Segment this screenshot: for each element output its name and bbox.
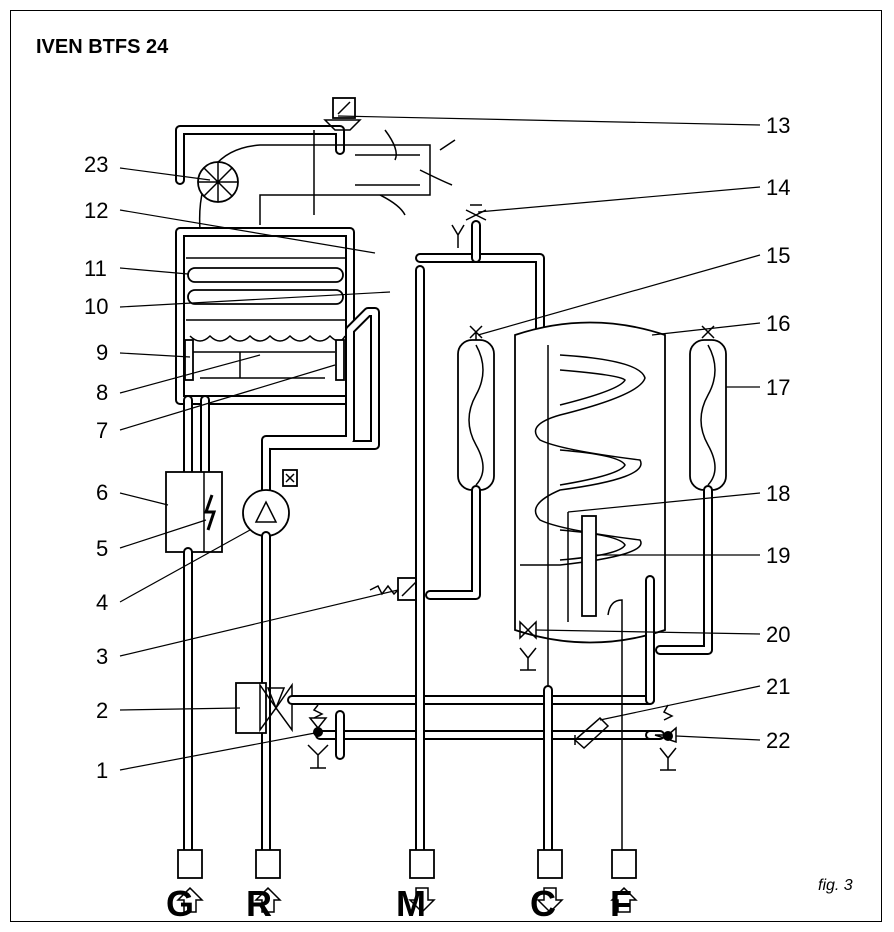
callout-22: 22 [766, 728, 790, 753]
callout-7: 7 [96, 418, 108, 443]
callout-17: 17 [766, 375, 790, 400]
callout-6: 6 [96, 480, 108, 505]
connection-r: R [246, 883, 272, 924]
callout-3: 3 [96, 644, 108, 669]
connection-labels: G R M C F [166, 883, 632, 924]
dhw-lines [543, 575, 655, 860]
callout-9: 9 [96, 340, 108, 365]
air-vent-14 [451, 204, 487, 263]
callout-19: 19 [766, 543, 790, 568]
storage-tank [514, 321, 666, 855]
callout-23: 23 [84, 152, 108, 177]
diagram-title: IVEN BTFS 24 [36, 36, 169, 58]
callout-15: 15 [766, 243, 790, 268]
expansion-vessel-17 [655, 325, 727, 655]
figure-label: fig. 3 [818, 877, 853, 894]
connection-g: G [166, 883, 194, 924]
three-way-valve [235, 682, 655, 734]
callout-20: 20 [766, 622, 790, 647]
expansion-vessel-15 [425, 325, 495, 600]
flow-arrows [176, 886, 638, 914]
callout-12: 12 [84, 198, 108, 223]
circulation-pump [242, 307, 380, 860]
callout-18: 18 [766, 481, 790, 506]
pressure-switch-icon [313, 97, 362, 215]
flue-hood [175, 125, 456, 231]
callout-10: 10 [84, 294, 108, 319]
leader-lines [119, 115, 761, 771]
gas-line [165, 395, 223, 860]
filter-and-valve [573, 704, 677, 771]
fan-icon [197, 161, 239, 203]
callout-14: 14 [766, 175, 790, 200]
callout-13: 13 [766, 113, 790, 138]
callout-1: 1 [96, 758, 108, 783]
connection-f: F [610, 883, 632, 924]
callouts-left: 23 12 11 10 9 8 7 6 5 4 3 2 1 [84, 152, 108, 783]
connection-c: C [530, 883, 556, 924]
connection-stubs [177, 849, 637, 879]
callouts-right: 13 14 15 16 17 18 19 20 21 22 [766, 113, 790, 753]
boiler-body [175, 227, 355, 405]
callout-16: 16 [766, 311, 790, 336]
callout-11: 11 [84, 256, 107, 281]
callout-5: 5 [96, 536, 108, 561]
callout-8: 8 [96, 380, 108, 405]
diagram-frame [10, 10, 882, 922]
safety-valve-1 [307, 704, 655, 769]
callout-4: 4 [96, 590, 108, 615]
callout-21: 21 [766, 674, 790, 699]
connection-m: M [396, 883, 426, 924]
callout-2: 2 [96, 698, 108, 723]
